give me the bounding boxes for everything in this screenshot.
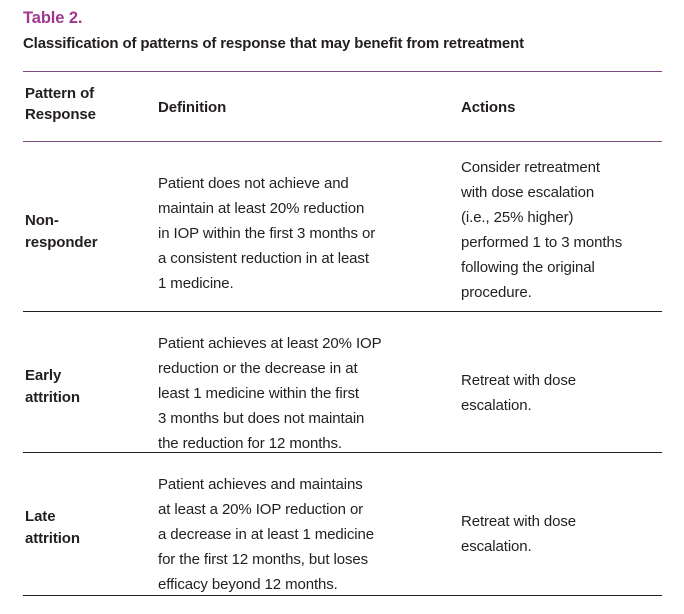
column-header-actions: Actions [461, 97, 666, 118]
row-label-non-responder: Non- responder [25, 210, 153, 254]
column-header-definition: Definition [158, 97, 453, 118]
row-label-late-attrition: Late attrition [25, 506, 153, 550]
definition-line: at least a 20% IOP reduction or [158, 501, 364, 518]
column-header-pattern: Pattern of Response [25, 83, 153, 125]
table-title: Classification of patterns of response t… [23, 35, 524, 52]
column-header-pattern-line1: Pattern [25, 85, 76, 102]
definition-line: a decrease in at least 1 medicine [158, 526, 374, 543]
column-header-definition-line1: Definition [158, 99, 227, 116]
definition-line: the reduction for 12 months. [158, 435, 342, 452]
definition-line: for the first 12 months, but loses [158, 551, 369, 568]
row-label-early-attrition: Early attrition [25, 365, 153, 409]
row-actions-non-responder: Consider retreatment with dose escalatio… [461, 155, 666, 305]
rule-row-2 [23, 452, 662, 453]
row-actions-early-attrition: Retreat with dose escalation. [461, 368, 666, 418]
actions-line: escalation. [461, 397, 532, 414]
actions-line: procedure. [461, 284, 532, 301]
row-definition-early-attrition: Patient achieves at least 20% IOP reduct… [158, 331, 453, 456]
table-header-row: Pattern of Response Definition Actions [0, 83, 684, 135]
actions-line: performed 1 to 3 months [461, 234, 623, 251]
definition-line: a consistent reduction in at least [158, 250, 369, 267]
actions-line: (i.e., 25% higher) [461, 209, 574, 226]
row-label-line2: attrition [25, 389, 80, 406]
definition-line: 1 medicine. [158, 275, 234, 292]
actions-line: Retreat with dose [461, 372, 577, 389]
row-definition-late-attrition: Patient achieves and maintains at least … [158, 472, 453, 597]
column-header-pattern-line2: of Response [25, 85, 96, 123]
table-row: Early attrition Patient achieves at leas… [0, 323, 684, 452]
row-label-line1: Non- [25, 212, 59, 229]
row-actions-late-attrition: Retreat with dose escalation. [461, 509, 666, 559]
row-definition-non-responder: Patient does not achieve and maintain at… [158, 171, 453, 296]
actions-line: Consider retreatment [461, 159, 600, 176]
definition-line: maintain at least 20% reduction [158, 200, 365, 217]
definition-line: in IOP within the first 3 months or [158, 225, 376, 242]
column-header-actions-line1: Actions [461, 99, 516, 116]
definition-line: Patient does not achieve and [158, 175, 349, 192]
table-number-label: Table 2. [23, 9, 83, 27]
rule-top-accent [23, 71, 662, 72]
table-row: Non- responder Patient does not achieve … [0, 159, 684, 309]
rule-bottom [23, 595, 662, 596]
definition-line: Patient achieves at least 20% IOP [158, 335, 382, 352]
definition-line: efficacy beyond 12 months. [158, 576, 338, 593]
definition-line: reduction or the decrease in at [158, 360, 358, 377]
row-label-line1: Late [25, 508, 56, 525]
actions-line: with dose escalation [461, 184, 595, 201]
definition-line: 3 months but does not maintain [158, 410, 365, 427]
table-caption: Table 2. Classification of patterns of r… [23, 8, 663, 54]
actions-line: following the original [461, 259, 595, 276]
rule-header-accent [23, 141, 662, 142]
actions-line: Retreat with dose [461, 513, 577, 530]
actions-line: escalation. [461, 538, 532, 555]
row-label-line2: attrition [25, 530, 80, 547]
row-label-line1: Early [25, 367, 62, 384]
definition-line: least 1 medicine within the first [158, 385, 359, 402]
row-label-line2: responder [25, 234, 98, 251]
rule-row-1 [23, 311, 662, 312]
table-row: Late attrition Patient achieves and main… [0, 464, 684, 593]
definition-line: Patient achieves and maintains [158, 476, 363, 493]
